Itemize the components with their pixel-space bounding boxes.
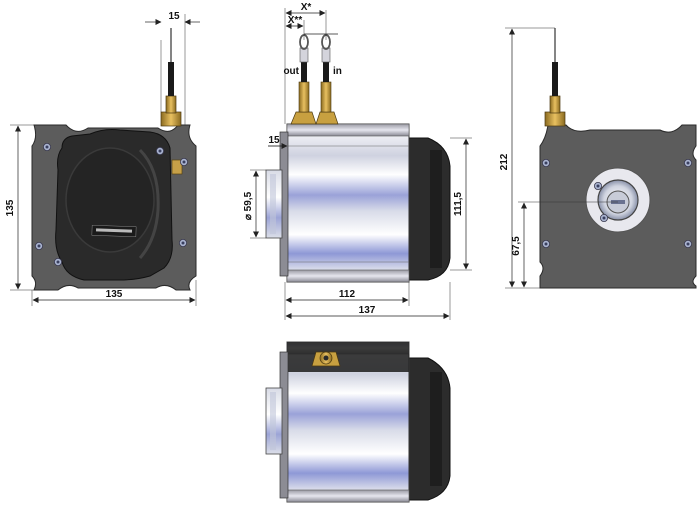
screw-icon: [683, 158, 693, 168]
screw-icon: [599, 213, 609, 223]
dim-x-star: X*: [301, 2, 312, 13]
front-cable-nut: [160, 111, 182, 127]
rear-cable-sleeve: [552, 62, 558, 96]
dim-front-height: 135: [5, 199, 16, 216]
label-out: out: [283, 66, 299, 77]
side-rear-cover: [407, 137, 451, 281]
front-cable-gland: [165, 95, 177, 114]
dim-axis-height: 67,5: [511, 236, 522, 256]
screw-icon: [34, 241, 44, 251]
dim-body-height: 111,5: [453, 192, 464, 216]
rear-view: [539, 28, 697, 289]
bottom-top-strip: [287, 342, 409, 372]
dim-overall-length: 137: [359, 305, 376, 316]
screw-icon: [593, 181, 603, 191]
dim-shaft-diameter: ⌀ 59,5: [243, 191, 254, 220]
side-rear-band: [430, 150, 442, 268]
bottom-rear-cover: [407, 357, 451, 501]
dim-cable-exit-offset: 15: [168, 11, 180, 22]
bottom-rear-band: [430, 372, 442, 486]
front-view: [31, 28, 197, 291]
dim-x-double-star: X**: [288, 15, 303, 26]
bottom-view: [265, 341, 451, 503]
dim-front-width: 135: [106, 289, 123, 300]
screw-icon: [179, 157, 189, 167]
screw-icon: [178, 238, 188, 248]
manufacturer-label: [91, 224, 137, 238]
screw-icon: [541, 158, 551, 168]
bottom-body-bottom-edge: [286, 489, 410, 503]
cable-exit-out: [290, 34, 317, 125]
screw-icon: [541, 239, 551, 249]
screw-icon: [53, 257, 63, 267]
dim-flange-offset: 15: [268, 135, 280, 146]
rear-cable-nut: [544, 111, 566, 127]
dim-overall-height: 212: [499, 153, 510, 170]
front-cable-sleeve: [168, 62, 174, 96]
front-side-connector: [171, 159, 183, 175]
screw-icon: [155, 146, 165, 156]
side-body: [286, 123, 410, 283]
screw-icon: [683, 239, 693, 249]
front-cover-lip: [138, 148, 160, 259]
cable-exit-in: [315, 34, 339, 125]
rear-cable-gland: [549, 95, 561, 114]
side-body-bottom-edge: [286, 269, 410, 283]
side-body-top-edge: [286, 123, 410, 137]
label-in: in: [333, 66, 342, 77]
rear-dimensions: 212 67,5: [499, 27, 618, 289]
bottom-cable-exit: [311, 351, 341, 367]
front-dimensions: 15 135 135: [5, 11, 200, 306]
side-view: [265, 34, 451, 283]
side-dimensions: X* X** out in 15 ⌀ 59,5 111,5 112 137: [243, 2, 472, 320]
front-cover-dome: [65, 147, 155, 253]
screw-icon: [42, 142, 52, 152]
dim-body-length: 112: [339, 289, 356, 300]
